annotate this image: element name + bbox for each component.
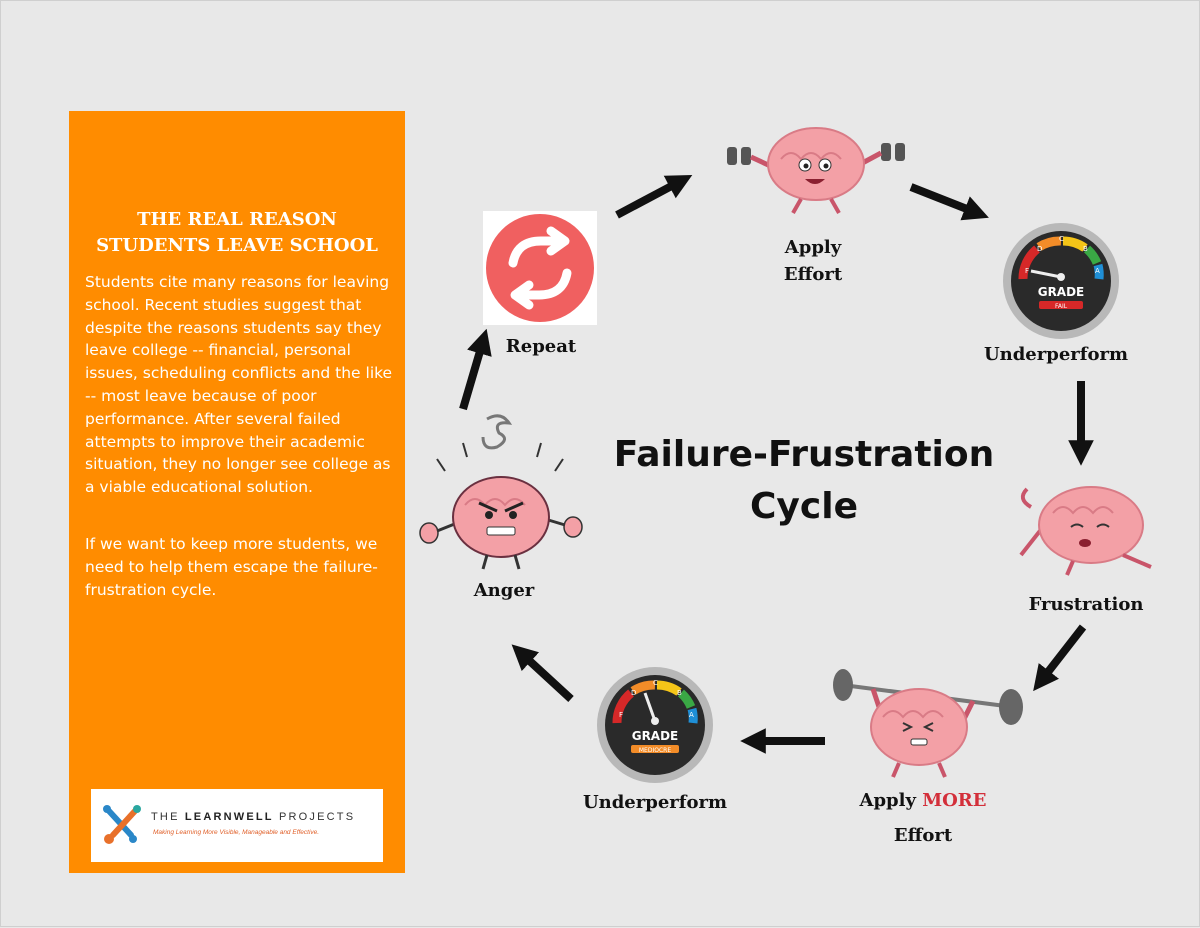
arrow-frustration-to-more-effort [1033,624,1087,692]
label-anger: Anger [473,580,535,601]
label-apply-effort: Apply Effort [763,234,863,288]
brain-lifting-dumbbells-image [727,127,905,214]
label-apply-more-line1: Apply MORE [847,787,999,814]
gauge-top-letter-c: C [1059,235,1064,243]
label-repeat: Repeat [505,336,577,357]
gauge-bottom-letter-c: C [653,679,658,687]
logo-word-the: THE [151,811,185,823]
gauge-bottom-letter-d: D [631,689,636,697]
gauge-top-letter-b: B [1083,245,1088,253]
arrow-anger-to-repeat [459,328,492,411]
sidebar-paragraph-1: Students cite many reasons for leaving s… [85,273,393,497]
sidebar-paragraph-2: If we want to keep more students, we nee… [85,534,378,599]
gauge-bottom-letter-b: B [677,689,682,697]
logo-wordmark: THE LEARNWELL PROJECTS [151,811,355,823]
label-apply-word: Apply [859,790,923,811]
logo-word-learnwell: LEARNWELL [184,811,274,823]
repeat-icon [486,214,594,322]
arrow-repeat-to-effort [615,174,693,219]
label-underperform-top: Underperform [983,344,1129,365]
gauge-bottom-status: MEDIOCRE [639,747,671,754]
label-apply-effort-line1: Apply [784,237,842,258]
repeat-icon-box [483,211,597,325]
label-apply-effort-line2: Effort [783,264,843,285]
arrow-underperform-to-anger [511,644,574,702]
logo-tagline: Making Learning More Visible, Manageable… [153,829,320,836]
gauge-top-letter-f: F [1025,267,1029,275]
grade-gauge-fail-image: GRADE FAIL F D C B A [1003,223,1119,339]
gauge-bottom-letter-f: F [619,711,623,719]
label-apply-more-line2: Effort [893,825,953,846]
arrow-effort-to-underperform [909,183,989,221]
cycle-title: Failure-Frustration Cycle [601,429,1007,533]
brain-frustrated-image [1019,486,1152,576]
gauge-top-letter-a: A [1095,267,1100,275]
gauge-top-word: GRADE [1038,285,1085,299]
gauge-bottom-word: GRADE [632,729,679,743]
sidebar-title-line1: THE REAL REASON [137,209,337,230]
label-underperform-bottom: Underperform [582,792,728,813]
label-more-word: MORE [922,790,987,811]
cycle-title-line2: Cycle [750,486,858,527]
brain-angry-image [419,414,583,570]
sidebar-title-line2: STUDENTS LEAVE SCHOOL [96,235,378,256]
gauge-bottom-letter-a: A [689,711,694,719]
learnwell-logo-icon [103,805,141,844]
cycle-title-line1: Failure-Frustration [613,434,995,475]
sidebar-title: THE REAL REASON STUDENTS LEAVE SCHOOL [69,207,405,259]
gauge-top-letter-d: D [1037,245,1042,253]
sidebar-body: Students cite many reasons for leaving s… [85,271,395,635]
grade-gauge-mediocre-image: GRADE MEDIOCRE F D C B A [597,667,713,783]
gauge-top-status: FAIL [1055,303,1068,310]
brain-lifting-barbell-image [833,669,1023,778]
label-frustration: Frustration [1028,594,1144,615]
info-sidebar: THE REAL REASON STUDENTS LEAVE SCHOOL St… [69,111,405,873]
label-apply-more-effort: Apply MORE Effort [847,787,999,849]
learnwell-logo: THE LEARNWELL PROJECTS Making Learning M… [91,789,383,862]
logo-word-projects: PROJECTS [273,811,356,823]
